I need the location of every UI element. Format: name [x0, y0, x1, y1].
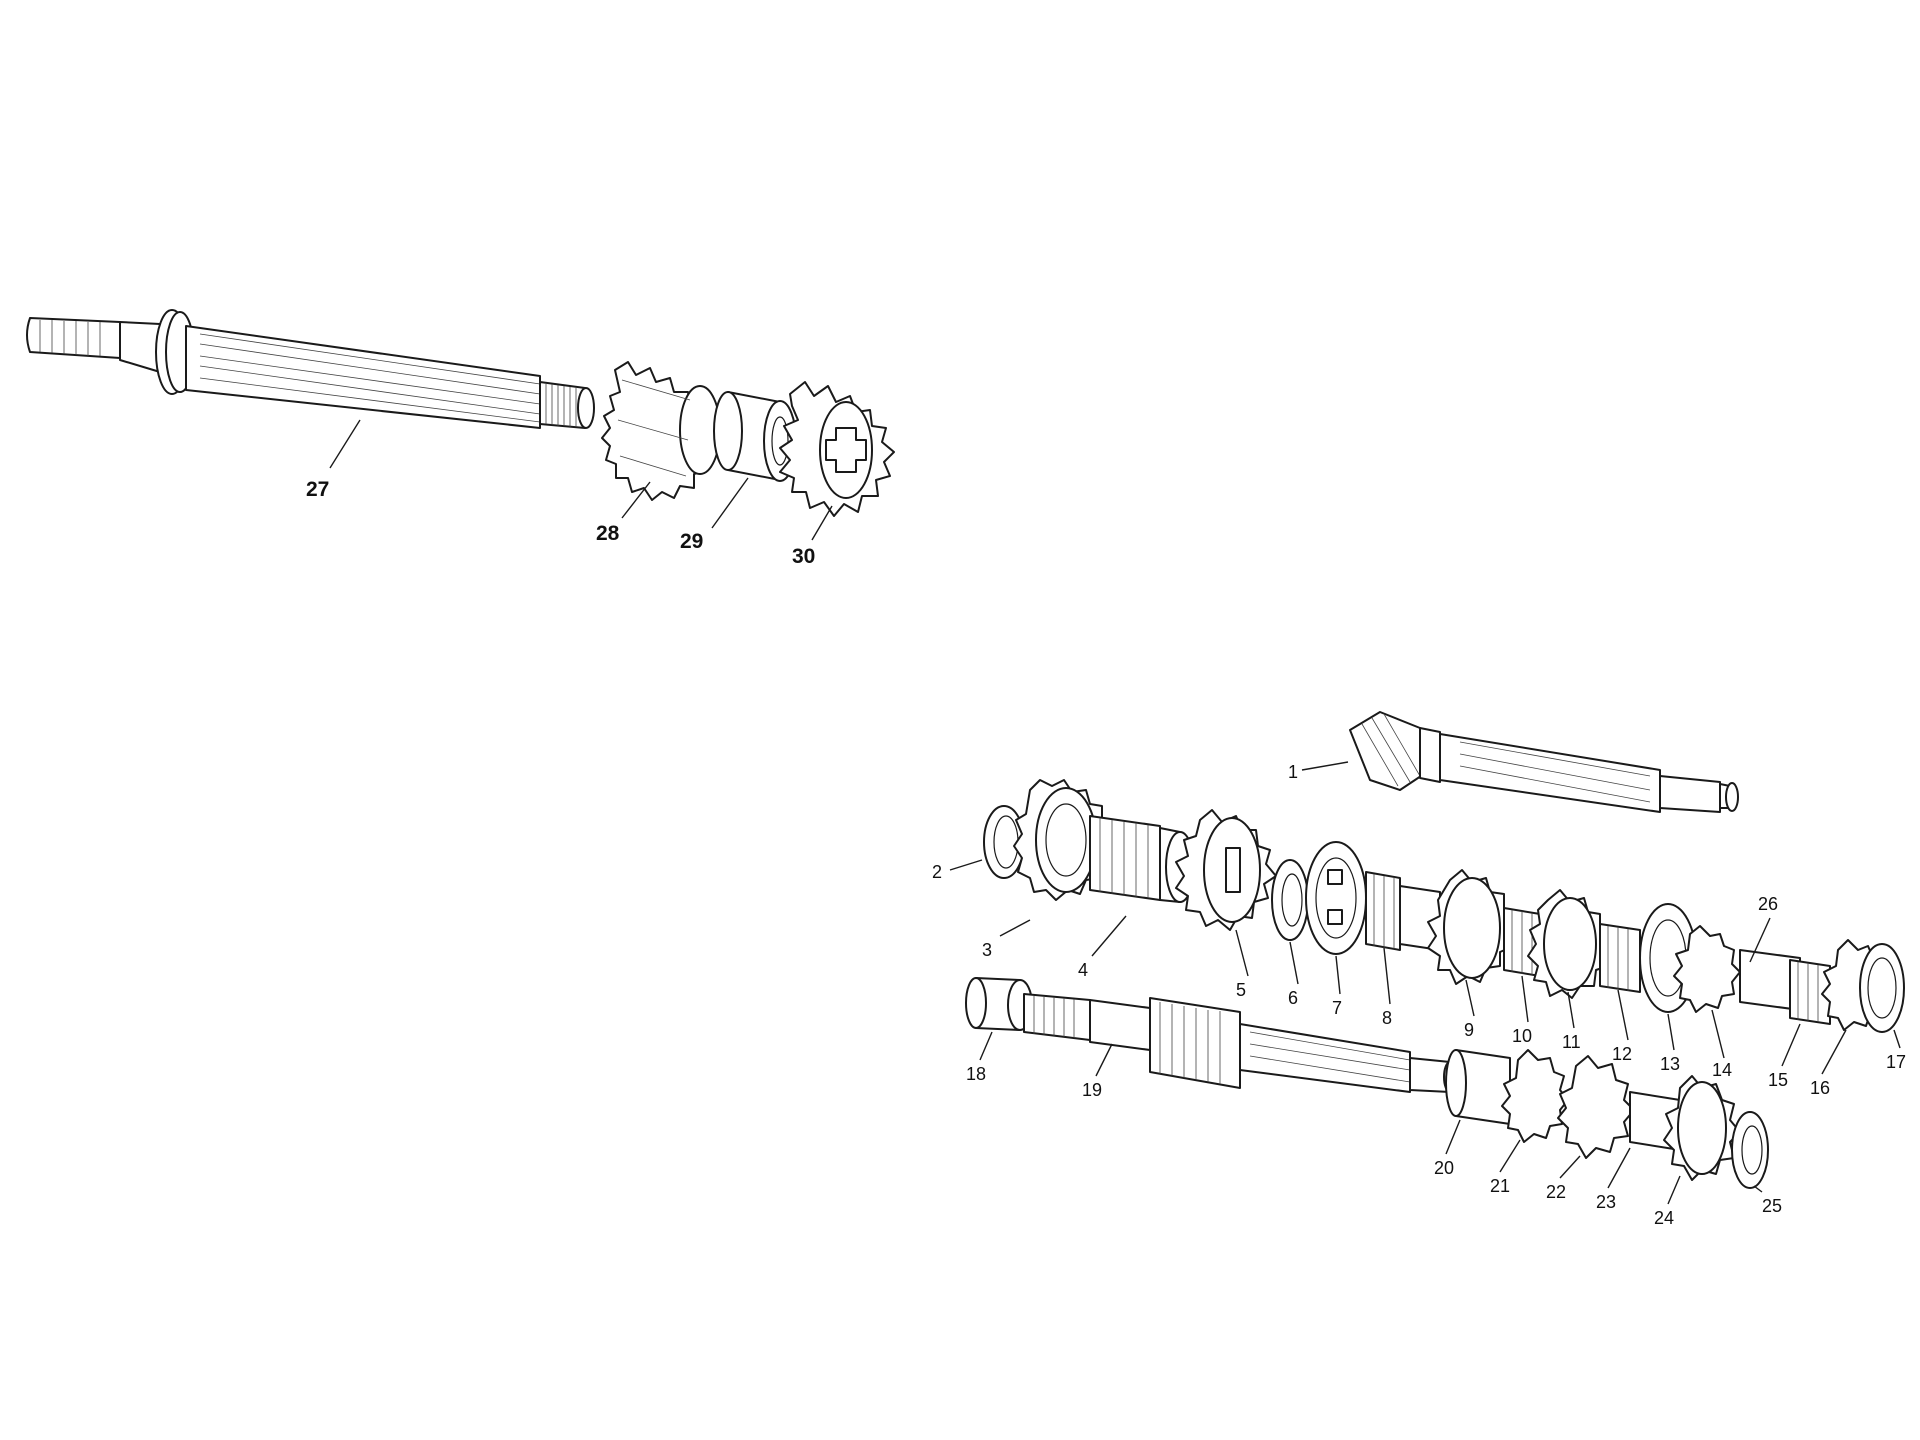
label-13: 13: [1660, 1054, 1680, 1074]
label-25: 25: [1762, 1196, 1782, 1216]
part-15-sleeve: [1789, 959, 1831, 1025]
label-14: 14: [1712, 1060, 1732, 1080]
label-5: 5: [1236, 980, 1246, 1000]
part-21-gear: [1501, 1049, 1569, 1143]
label-10: 10: [1512, 1026, 1532, 1046]
label-12: 12: [1612, 1044, 1632, 1064]
part-20-sleeve: [1445, 1049, 1511, 1125]
part-9-gear: [1427, 869, 1515, 985]
label-11: 11: [1562, 1032, 1581, 1052]
label-15: 15: [1768, 1070, 1788, 1090]
part-14-gear: [1673, 925, 1741, 1013]
part-19-mainshaft: [1023, 993, 1457, 1093]
label-7: 7: [1332, 998, 1342, 1018]
part-17-ring: [1859, 943, 1905, 1033]
part-8-hub: [1365, 871, 1401, 951]
label-19: 19: [1082, 1080, 1102, 1100]
label-1: 1: [1288, 762, 1298, 782]
label-3: 3: [982, 940, 992, 960]
label-20: 20: [1434, 1158, 1454, 1178]
part-1-pinion-shaft: [1349, 711, 1739, 813]
label-22: 22: [1546, 1182, 1566, 1202]
label-4: 4: [1078, 960, 1088, 980]
part-11-gear: [1527, 889, 1611, 999]
label-2: 2: [932, 862, 942, 882]
part-18-bush: [965, 977, 1033, 1031]
label-30: 30: [792, 545, 815, 568]
label-27: 27: [306, 478, 329, 501]
label-9: 9: [1464, 1020, 1474, 1040]
part-29-spacer: [713, 391, 797, 482]
label-18: 18: [966, 1064, 986, 1084]
part-12-sleeve: [1599, 923, 1641, 993]
label-29: 29: [680, 530, 703, 553]
part-28-gear: [601, 361, 721, 501]
part-22-gear: [1557, 1055, 1635, 1159]
part-25-washer: [1731, 1111, 1769, 1189]
label-28: 28: [596, 522, 620, 545]
lower-assembly: 1 2 3 4 5 6 7 8 9 10 11 12 13 14 15 16 1…: [932, 711, 1906, 1228]
label-6: 6: [1288, 988, 1298, 1008]
part-3-gear: [1013, 779, 1113, 901]
label-24: 24: [1654, 1208, 1674, 1228]
label-8: 8: [1382, 1008, 1392, 1028]
part-27-layshaft: [26, 309, 595, 429]
label-21: 21: [1490, 1176, 1510, 1196]
label-23: 23: [1596, 1192, 1616, 1212]
label-17: 17: [1886, 1052, 1906, 1072]
label-16: 16: [1810, 1078, 1830, 1098]
upper-assembly: 27 28 29 30: [26, 309, 895, 568]
part-30-gear: [779, 381, 895, 517]
label-26: 26: [1758, 894, 1778, 914]
part-5-gear: [1175, 809, 1277, 931]
part-7-ring: [1305, 841, 1367, 955]
part-24-gear: [1663, 1075, 1741, 1181]
